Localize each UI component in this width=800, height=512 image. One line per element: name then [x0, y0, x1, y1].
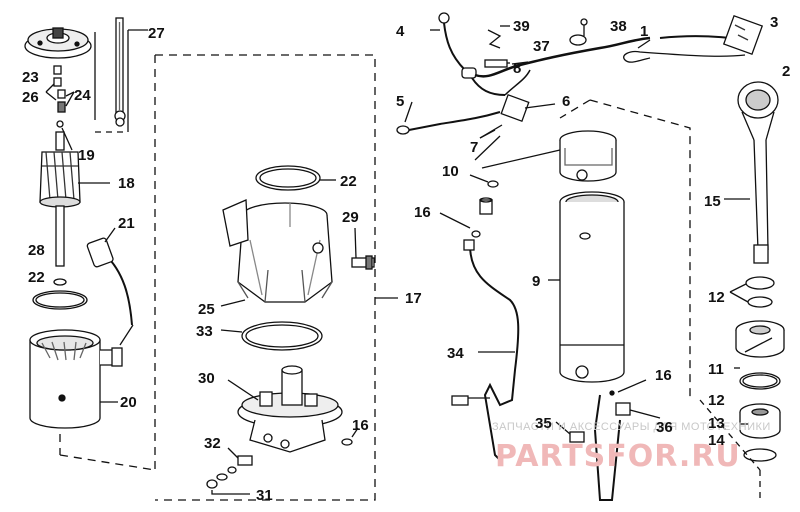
- part-o-ring-33: [241, 321, 323, 351]
- callout-22-left: 22: [28, 269, 45, 286]
- callout-20: 20: [120, 394, 137, 411]
- part-through-bolt: [114, 17, 126, 127]
- bracket-group-17: [59, 54, 398, 501]
- part-27-bracket: [94, 29, 148, 133]
- callout-labels: 27 23 26 24 19 18 21 28 22 20 22 29 25 3…: [22, 14, 790, 504]
- part-screw-29: [351, 227, 375, 270]
- callout-1: 1: [640, 23, 648, 40]
- part-fitting-16: [439, 197, 493, 238]
- callout-29: 29: [342, 209, 359, 226]
- callout-23: 23: [22, 69, 39, 86]
- callout-16-mid: 16: [414, 204, 431, 221]
- callout-15: 15: [704, 193, 721, 210]
- part-o-ring-22-left: [32, 290, 88, 310]
- watermark-line1: ЗАПЧАСТИ И АКСЕССУАРЫ ДЛЯ МОТОТЕХНИКИ: [492, 421, 771, 433]
- part-valve-body-30: [227, 365, 343, 453]
- callout-18: 18: [118, 175, 135, 192]
- callout-2: 2: [782, 63, 790, 80]
- part-fittings-35-36: [555, 379, 661, 501]
- callout-3: 3: [770, 14, 778, 31]
- callout-24: 24: [74, 87, 91, 104]
- callout-16-left: 16: [352, 417, 369, 434]
- part-washer-19: [56, 120, 64, 128]
- part-o-ring-14: [743, 448, 777, 462]
- part-brushes: [45, 65, 75, 113]
- part-piston-13-14: [739, 403, 781, 439]
- callout-6: 6: [562, 93, 570, 110]
- callout-8: 8: [513, 60, 521, 77]
- callout-33: 33: [196, 323, 213, 340]
- part-washer-28: [53, 278, 67, 286]
- callout-21: 21: [118, 215, 135, 232]
- callout-17: 17: [405, 290, 422, 307]
- part-harness: [438, 12, 764, 96]
- part-fittings-31-32: [206, 447, 253, 495]
- callout-16-right: 16: [655, 367, 672, 384]
- callout-4: 4: [396, 23, 405, 40]
- callout-5: 5: [396, 93, 404, 110]
- callout-22-right: 22: [340, 173, 357, 190]
- part-seals-12: [729, 276, 775, 308]
- part-lead-21: [86, 227, 134, 346]
- callout-39: 39: [513, 18, 530, 35]
- part-o-ring-16-left: [341, 438, 353, 446]
- part-frame-20: [29, 329, 123, 429]
- callout-10: 10: [442, 163, 459, 180]
- part-cap-11: [734, 320, 785, 369]
- callout-30: 30: [198, 370, 215, 387]
- callout-35: 35: [535, 415, 552, 432]
- callout-11: 11: [708, 361, 724, 378]
- callout-31: 31: [256, 487, 273, 504]
- bracket-cylinder-group: [559, 99, 691, 400]
- part-o-ring-22: [255, 165, 321, 191]
- callout-37: 37: [533, 38, 550, 55]
- callout-26: 26: [22, 89, 39, 106]
- part-clevis-10: [469, 130, 617, 188]
- callout-12-lower: 12: [708, 392, 725, 409]
- callout-36: 36: [656, 419, 673, 436]
- callout-7: 7: [470, 139, 478, 156]
- callout-14: 14: [708, 432, 725, 449]
- callout-25: 25: [198, 301, 215, 318]
- part-tube-34: [451, 239, 520, 461]
- callout-9: 9: [532, 273, 540, 290]
- callout-13: 13: [708, 415, 725, 432]
- part-piston-rod-15: [724, 81, 779, 264]
- part-armature: [39, 131, 110, 267]
- callout-34: 34: [447, 345, 464, 362]
- part-cylinder-9: [548, 191, 625, 383]
- callout-27: 27: [148, 25, 165, 42]
- callout-28: 28: [28, 242, 45, 259]
- part-o-ring-12-lower: [739, 372, 781, 390]
- callout-12-upper: 12: [708, 289, 725, 306]
- callout-38: 38: [610, 18, 627, 35]
- callout-19: 19: [78, 147, 95, 164]
- part-wire-5-6-7: [396, 69, 556, 139]
- callout-32: 32: [204, 435, 221, 452]
- watermark-line2: PARTSFOR.RU: [495, 439, 741, 474]
- part-end-cap: [24, 27, 92, 59]
- part-housing-25: [220, 199, 333, 307]
